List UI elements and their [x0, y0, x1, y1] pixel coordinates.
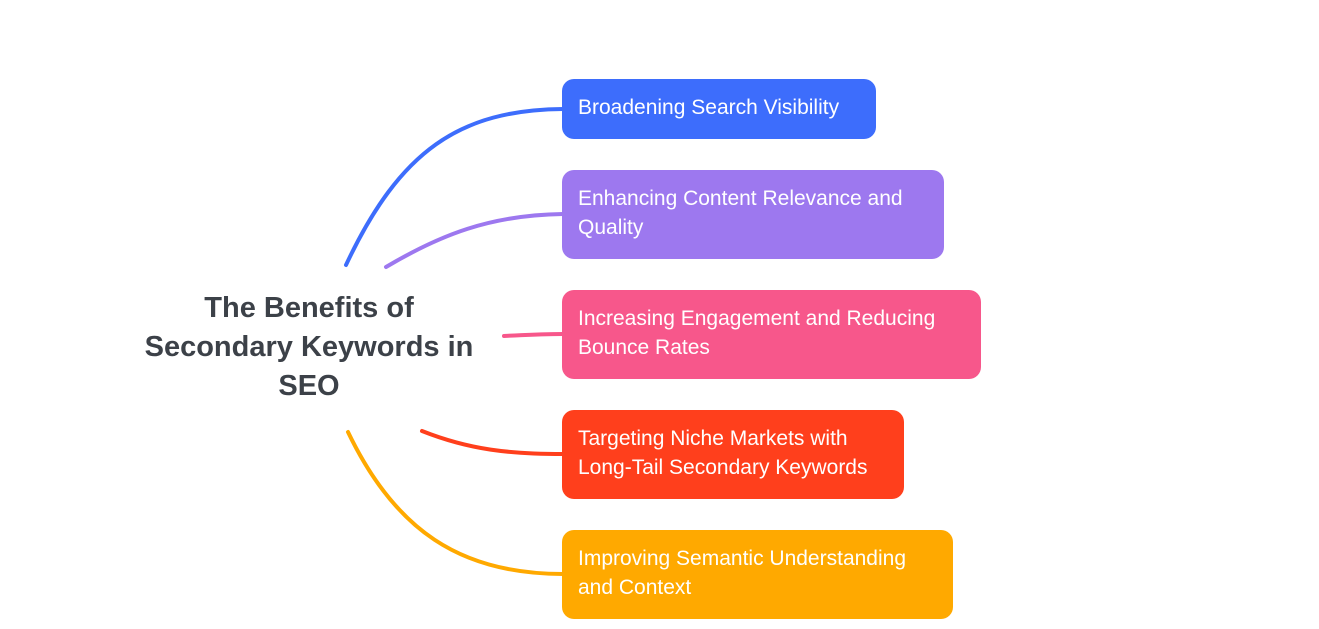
branch-node-1[interactable]: Broadening Search Visibility [562, 79, 876, 139]
connector-branch-3 [502, 332, 565, 338]
branch-label-5: Improving Semantic Understanding and Con… [578, 547, 907, 599]
connector-branch-5 [346, 430, 565, 576]
branch-node-5[interactable]: Improving Semantic Understanding and Con… [562, 530, 953, 619]
branch-node-3[interactable]: Increasing Engagement and Reducing Bounc… [562, 290, 981, 379]
connector-branch-2 [384, 212, 565, 269]
central-topic[interactable]: The Benefits of Secondary Keywords in SE… [130, 289, 488, 406]
connector-branch-1 [344, 107, 565, 267]
branch-label-4: Targeting Niche Markets with Long-Tail S… [578, 427, 868, 479]
branch-label-3: Increasing Engagement and Reducing Bounc… [578, 307, 936, 359]
branch-label-2: Enhancing Content Relevance and Quality [578, 187, 903, 239]
branch-node-4[interactable]: Targeting Niche Markets with Long-Tail S… [562, 410, 904, 499]
branch-label-1: Broadening Search Visibility [578, 96, 840, 119]
central-topic-label: The Benefits of Secondary Keywords in SE… [144, 292, 474, 402]
branch-node-2[interactable]: Enhancing Content Relevance and Quality [562, 170, 944, 259]
connector-branch-4 [420, 429, 565, 456]
